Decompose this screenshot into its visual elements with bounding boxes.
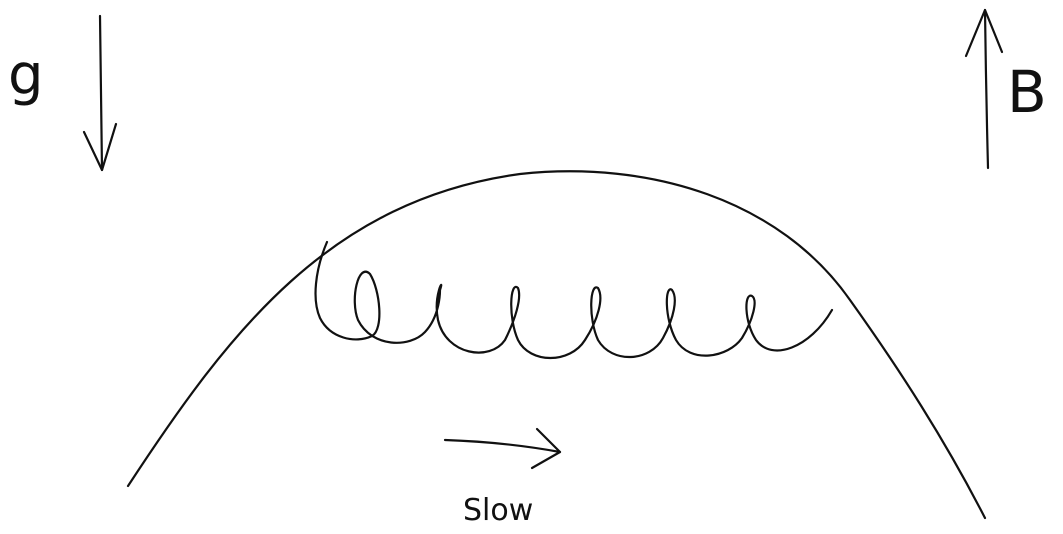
drift-arrow	[445, 429, 560, 468]
gravity-label: g	[8, 43, 44, 108]
magnetic-field-arrow	[966, 10, 1002, 168]
magnetic-field-label: B	[1007, 58, 1047, 126]
helical-trajectory	[316, 242, 832, 358]
gravity-arrow	[84, 16, 116, 170]
drift-label: Slow	[463, 493, 533, 528]
curved-field-line	[128, 171, 985, 518]
